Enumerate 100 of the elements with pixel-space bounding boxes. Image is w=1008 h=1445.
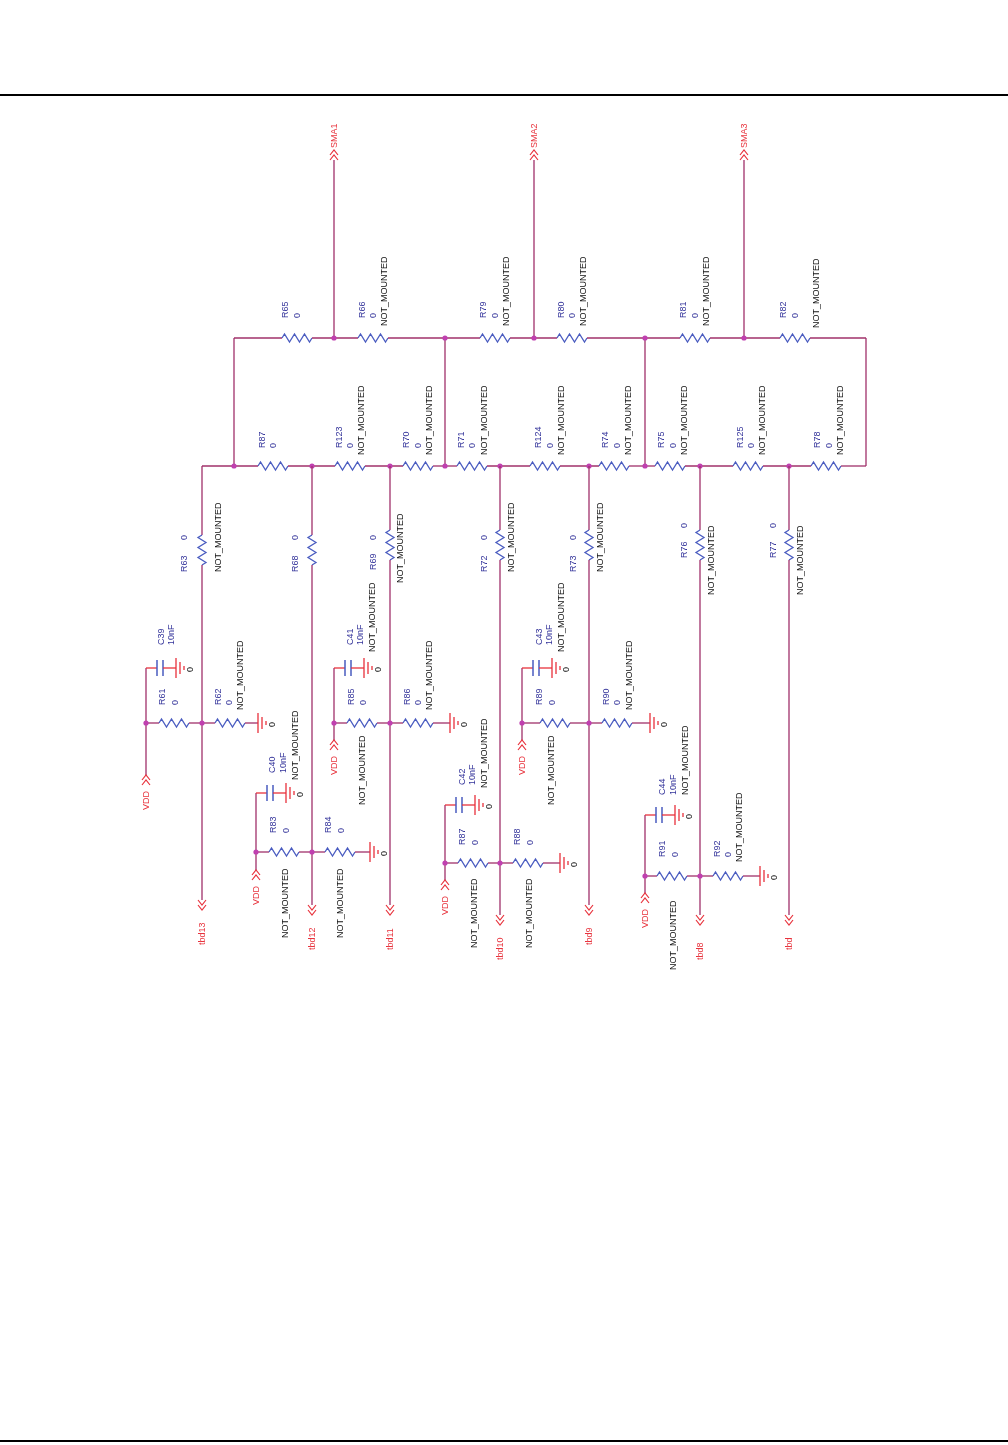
component-value: 0 <box>290 535 300 540</box>
net-label: tbd <box>784 937 794 950</box>
mount-note: NOT_MOUNTED <box>595 502 605 572</box>
component-value: 0 <box>568 535 578 540</box>
mount-note: NOT_MOUNTED <box>424 640 434 710</box>
reference-designator: R87 <box>457 828 467 845</box>
mount-note: NOT_MOUNTED <box>734 792 744 862</box>
component-value: 0 <box>567 313 577 318</box>
reference-designator: C42 <box>457 768 467 785</box>
net-label: VDD <box>440 896 450 915</box>
reference-designator: R74 <box>600 431 610 448</box>
component-value: 0 <box>824 443 834 448</box>
reference-designator: R88 <box>512 828 522 845</box>
component-value: 10nF <box>355 624 365 645</box>
component-value: 0 <box>368 313 378 318</box>
mount-note: NOT_MOUNTED <box>290 710 300 780</box>
reference-designator: R76 <box>679 541 689 558</box>
net-label: tbd12 <box>307 927 317 950</box>
ground-net-label: 0 <box>561 667 571 672</box>
mount-note: NOT_MOUNTED <box>469 878 479 948</box>
reference-designator: R91 <box>657 840 667 857</box>
mount-note: NOT_MOUNTED <box>213 502 223 572</box>
reference-designator: R84 <box>323 816 333 833</box>
reference-designator: R79 <box>478 301 488 318</box>
component-value: 0 <box>690 313 700 318</box>
component-value: 0 <box>467 443 477 448</box>
mount-note: NOT_MOUNTED <box>235 640 245 710</box>
mount-note: NOT_MOUNTED <box>578 256 588 326</box>
reference-designator: R71 <box>456 431 466 448</box>
ground-net-label: 0 <box>684 814 694 819</box>
mount-note: NOT_MOUNTED <box>546 735 556 805</box>
reference-designator: R62 <box>213 688 223 705</box>
reference-designator: R69 <box>368 553 378 570</box>
component-value: 0 <box>668 443 678 448</box>
component-value: 10nF <box>467 764 477 785</box>
reference-designator: R65 <box>280 301 290 318</box>
component-value: 0 <box>358 700 368 705</box>
component-value: 10nF <box>166 624 176 645</box>
reference-designator: R81 <box>678 301 688 318</box>
reference-designator: R85 <box>346 688 356 705</box>
net-label: tbd11 <box>385 928 395 950</box>
mount-note: NOT_MOUNTED <box>623 385 633 455</box>
mount-note: NOT_MOUNTED <box>280 868 290 938</box>
mount-note: NOT_MOUNTED <box>379 256 389 326</box>
ground-net-label: 0 <box>295 792 305 797</box>
mount-note: NOT_MOUNTED <box>757 385 767 455</box>
mount-note: NOT_MOUNTED <box>556 385 566 455</box>
component-value: 0 <box>413 700 423 705</box>
net-label: VDD <box>640 909 650 928</box>
reference-designator: C44 <box>657 778 667 795</box>
net-label: tbd10 <box>495 937 505 960</box>
ground-net-label: 0 <box>659 722 669 727</box>
reference-designator: C39 <box>156 628 166 645</box>
mount-note: NOT_MOUNTED <box>335 868 345 938</box>
net-label: SMA1 <box>329 123 339 148</box>
component-value: 0 <box>547 700 557 705</box>
net-label: SMA2 <box>529 123 539 148</box>
mount-note: NOT_MOUNTED <box>680 725 690 795</box>
reference-designator: C40 <box>267 756 277 773</box>
ground-net-label: 0 <box>459 722 469 727</box>
reference-designator: C41 <box>345 628 355 645</box>
component-value: 0 <box>368 535 378 540</box>
component-value: 0 <box>179 535 189 540</box>
mount-note: NOT_MOUNTED <box>624 640 634 710</box>
reference-designator: R90 <box>601 688 611 705</box>
component-value: 0 <box>268 443 278 448</box>
component-value: 0 <box>490 313 500 318</box>
component-value: 0 <box>345 443 355 448</box>
component-value: 0 <box>281 828 291 833</box>
reference-designator: R61 <box>157 688 167 705</box>
mount-note: NOT_MOUNTED <box>795 525 805 595</box>
mount-note: NOT_MOUNTED <box>501 256 511 326</box>
reference-designator: R123 <box>334 426 344 448</box>
reference-designator: R75 <box>656 431 666 448</box>
component-value: 10nF <box>668 774 678 795</box>
component-value: 0 <box>336 828 346 833</box>
reference-designator: R66 <box>357 301 367 318</box>
net-label: VDD <box>141 791 151 810</box>
reference-designator: R92 <box>712 840 722 857</box>
component-value: 0 <box>470 840 480 845</box>
mount-note: NOT_MOUNTED <box>479 718 489 788</box>
component-value: 0 <box>525 840 535 845</box>
net-label: VDD <box>251 886 261 905</box>
mount-note: NOT_MOUNTED <box>395 513 405 583</box>
mount-note: NOT_MOUNTED <box>356 385 366 455</box>
mount-note: NOT_MOUNTED <box>506 502 516 572</box>
component-value: 0 <box>723 852 733 857</box>
mount-note: NOT_MOUNTED <box>706 525 716 595</box>
ground-net-label: 0 <box>267 722 277 727</box>
reference-designator: R83 <box>268 816 278 833</box>
mount-note: NOT_MOUNTED <box>424 385 434 455</box>
reference-designator: R72 <box>479 555 489 572</box>
mount-note: NOT_MOUNTED <box>357 735 367 805</box>
component-value: 0 <box>790 313 800 318</box>
mount-note: NOT_MOUNTED <box>701 256 711 326</box>
reference-designator: R89 <box>534 688 544 705</box>
net-label: tbd8 <box>695 942 705 960</box>
component-value: 0 <box>292 313 302 318</box>
mount-note: NOT_MOUNTED <box>835 385 845 455</box>
reference-designator: R87 <box>257 431 267 448</box>
